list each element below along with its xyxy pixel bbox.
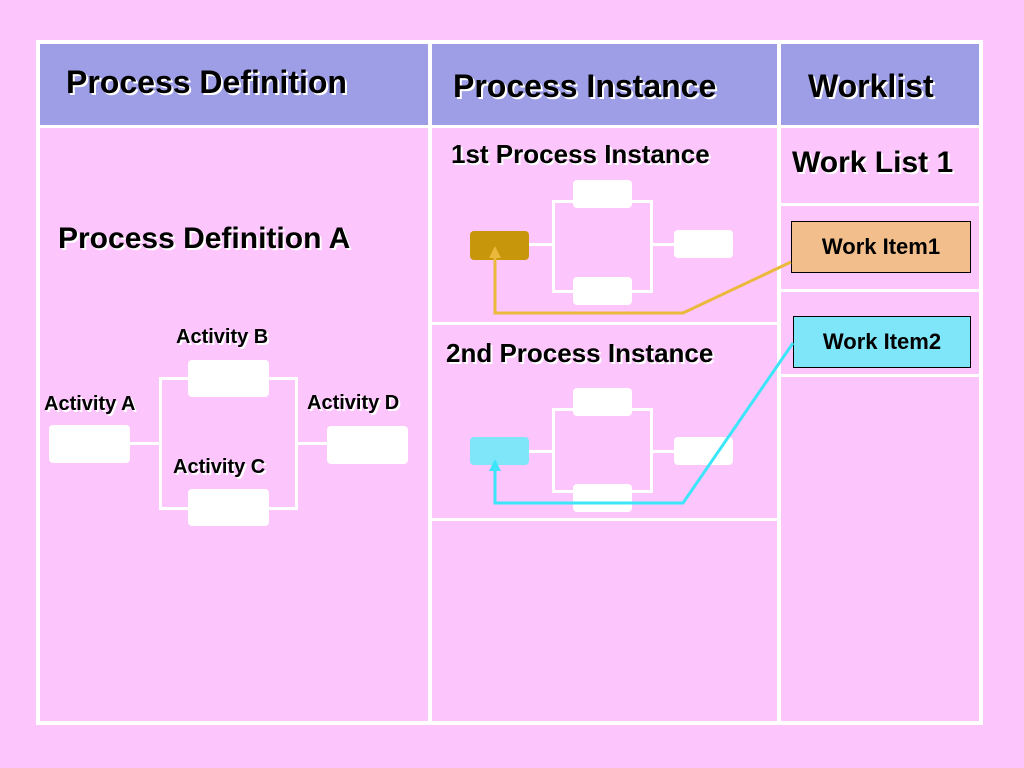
second-instance-title: 2nd Process Instance <box>446 338 714 368</box>
work-item2-arrowhead <box>489 459 501 471</box>
second-instance-activity-c <box>573 484 632 512</box>
header-process-instance-cell <box>432 44 777 125</box>
activity-a-box <box>49 425 130 463</box>
activity-d-label: Activity D <box>307 392 400 414</box>
first-instance-title: 1st Process Instance <box>451 139 710 169</box>
header-worklist-cell <box>781 44 979 125</box>
header-process-definition: Process Definition <box>66 64 347 100</box>
activity-c-label: Activity C <box>173 456 266 478</box>
activity-c-box <box>188 489 269 526</box>
work-item-1[interactable]: Work Item1 <box>791 221 971 273</box>
second-instance-activity-b <box>573 388 632 416</box>
activity-a-label: Activity A <box>44 393 136 415</box>
activity-b-label: Activity B <box>176 326 269 348</box>
second-instance-activity-a-active <box>470 437 529 465</box>
header-process-instance: Process Instance <box>453 68 717 104</box>
first-instance-activity-d <box>674 230 733 258</box>
work-item1-link-arrow <box>493 250 792 315</box>
activity-d-box <box>327 426 408 464</box>
first-instance-activity-c <box>573 277 632 305</box>
header-worklist: Worklist <box>808 68 934 104</box>
first-instance-activity-b <box>573 180 632 208</box>
second-instance-activity-d <box>674 437 733 465</box>
work-item-2[interactable]: Work Item2 <box>793 316 971 368</box>
process-definition-title: Process Definition A <box>58 222 351 255</box>
header-process-definition-cell <box>40 44 428 125</box>
work-item1-arrowhead <box>489 246 501 258</box>
worklist-title: Work List 1 <box>792 146 954 179</box>
activity-b-box <box>188 360 269 397</box>
work-item2-link-arrow <box>493 342 795 505</box>
